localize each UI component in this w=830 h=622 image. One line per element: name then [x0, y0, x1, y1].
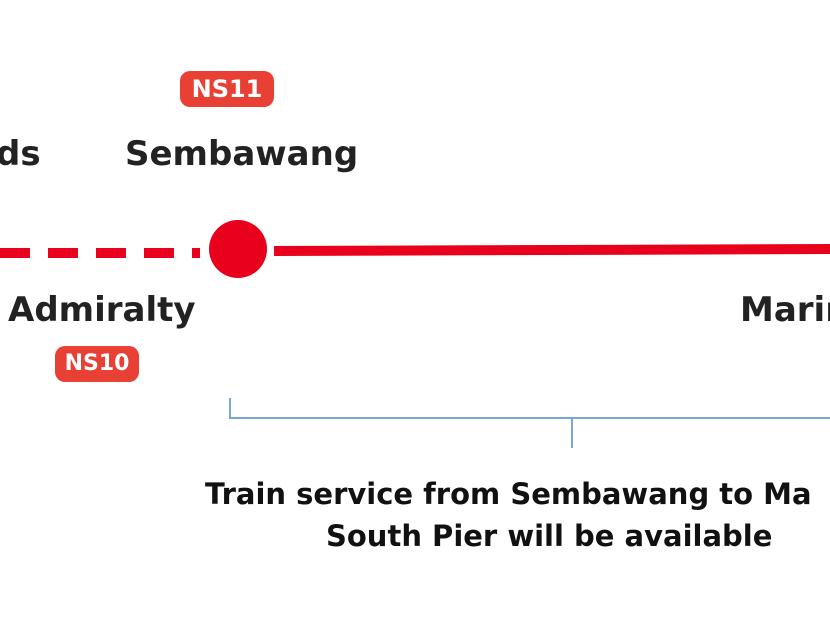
station-name-left-partial: ds — [0, 134, 41, 174]
station-name-marina-partial: Marir — [740, 290, 830, 330]
station-code-sembawang: NS11 — [180, 71, 274, 107]
station-code-admiralty: NS10 — [55, 346, 139, 382]
solid-segment-open — [273, 244, 830, 256]
service-bracket — [229, 398, 830, 448]
station-name-admiralty: Admiralty — [8, 290, 196, 330]
sembawang-station-marker — [209, 220, 267, 278]
station-name-sembawang: Sembawang — [125, 134, 359, 174]
service-caption-line-1: Train service from Sembawang to Ma — [205, 477, 812, 511]
service-caption-line-2: South Pier will be available — [326, 519, 773, 553]
